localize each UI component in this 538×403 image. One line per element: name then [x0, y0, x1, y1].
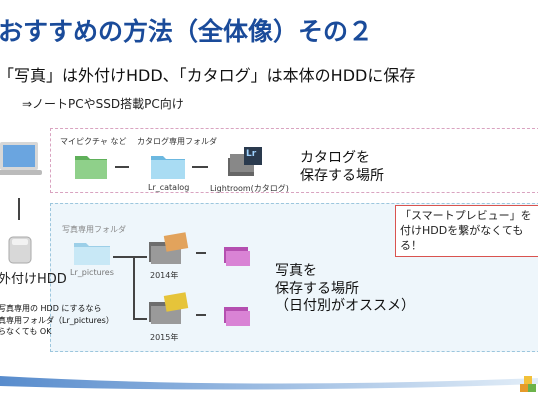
lightroom-icon-text: Lr	[246, 149, 257, 159]
connector-line	[196, 252, 206, 254]
logo-cubes-icon	[520, 376, 536, 392]
pictures-folder-name: Lr_pictures	[70, 268, 114, 277]
connector-line	[115, 166, 129, 168]
folder-label-mypictures: マイピクチャ など	[60, 137, 127, 146]
year-2014-label: 2014年	[150, 271, 179, 280]
tree-line	[133, 318, 147, 320]
slide-bullet: 「写真」は外付けHDD、「カタログ」は本体のHDDに保存	[0, 66, 416, 85]
photos-folder-label: 写真専用フォルダ	[62, 225, 126, 234]
catalog-name: Lr_catalog	[148, 183, 190, 192]
tree-line	[133, 256, 135, 320]
external-hdd-label: 外付けHDD	[0, 272, 67, 287]
slide-subpoint: ⇒ノートPCやSSD搭載PC向け	[22, 97, 184, 111]
lightroom-catalog-icon	[228, 147, 262, 176]
catalog-caption: カタログを 保存する場所	[300, 150, 384, 184]
smart-preview-callout: 「スマートプレビュー」を 付けHDDを繋がなくても る！	[395, 205, 538, 257]
connector-line	[196, 314, 206, 316]
tree-line	[133, 256, 147, 258]
connector-line	[192, 166, 208, 168]
connection-line	[18, 198, 20, 220]
purple-folder-icon	[224, 307, 250, 326]
purple-folder-icon	[224, 247, 250, 266]
external-hdd-icon	[8, 236, 32, 264]
hdd-note: 写真専用の HDD にするなら 真専用フォルダ（Lr_pictures） らなく…	[0, 304, 114, 337]
catalog-folder-icon	[151, 156, 185, 179]
tree-line	[113, 256, 133, 258]
folder-label-catalog: カタログ専用フォルダ	[137, 137, 217, 146]
photos-caption: 写真を 保存する場所 （日付別がオススメ）	[275, 263, 415, 314]
folder-2014-icon	[149, 232, 189, 264]
lightroom-label: Lightroom(カタログ)	[210, 184, 289, 193]
year-2015-label: 2015年	[150, 333, 179, 342]
folder-2015-icon	[149, 292, 189, 324]
green-folder-icon	[75, 156, 107, 179]
pictures-folder-icon	[74, 243, 110, 265]
slide-title: おすすめの方法（全体像）その２	[0, 17, 374, 46]
bottom-swoosh-decoration	[0, 376, 538, 390]
catalog-area-box	[50, 128, 538, 193]
laptop-icon	[0, 142, 42, 175]
